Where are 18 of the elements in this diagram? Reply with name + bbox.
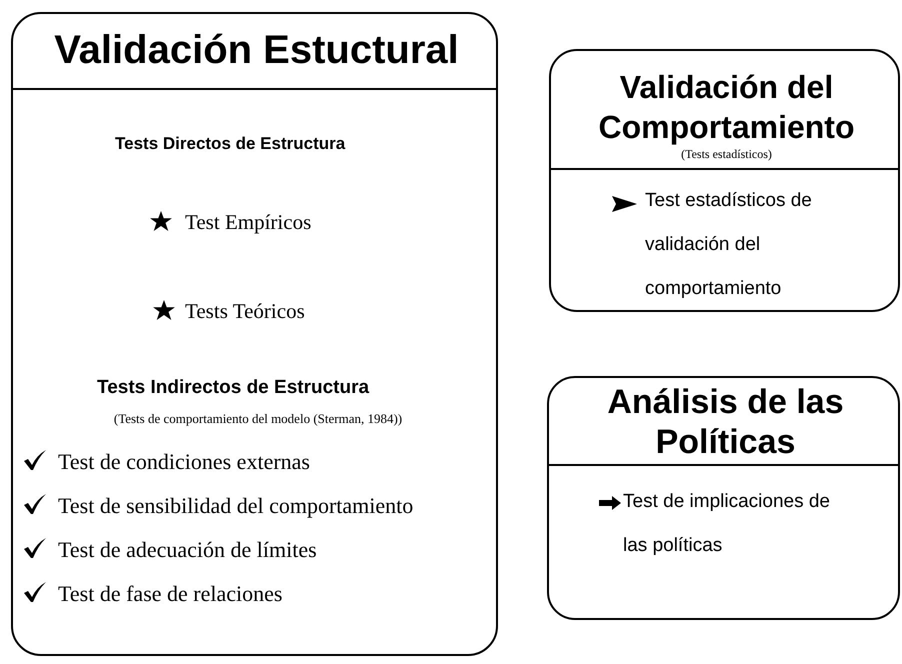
panel-title: Análisis de las Políticas: [606, 382, 845, 462]
list-item: Test de condiciones externas: [58, 448, 311, 476]
panel-title: Validación del Comportamiento: [598, 68, 856, 147]
section-heading: Tests Indirectos de Estructura: [97, 376, 370, 400]
list-item: Test de sensibilidad del comportamiento: [58, 492, 414, 520]
rounded-panel: [547, 376, 900, 620]
rounded-panel: [11, 12, 498, 656]
note-text: (Tests de comportamiento del modelo (Sterman, 1984)): [112, 410, 404, 428]
section-heading: Tests Directos de Estructura: [115, 133, 346, 155]
list-item: Test Empíricos: [185, 209, 312, 236]
note-text: (Tests estadísticos): [680, 147, 773, 162]
list-item: Test de implicaciones de las políticas: [623, 490, 831, 558]
panel-title: Validación Estuctural: [53, 30, 460, 70]
rounded-panel: [549, 49, 900, 312]
list-item: Test de adecuación de límites: [58, 536, 318, 564]
list-item: Test de fase de relaciones: [58, 580, 284, 608]
list-item: Test estadísticos de validación del comportamiento: [645, 189, 813, 301]
list-item: Tests Teóricos: [185, 298, 306, 325]
